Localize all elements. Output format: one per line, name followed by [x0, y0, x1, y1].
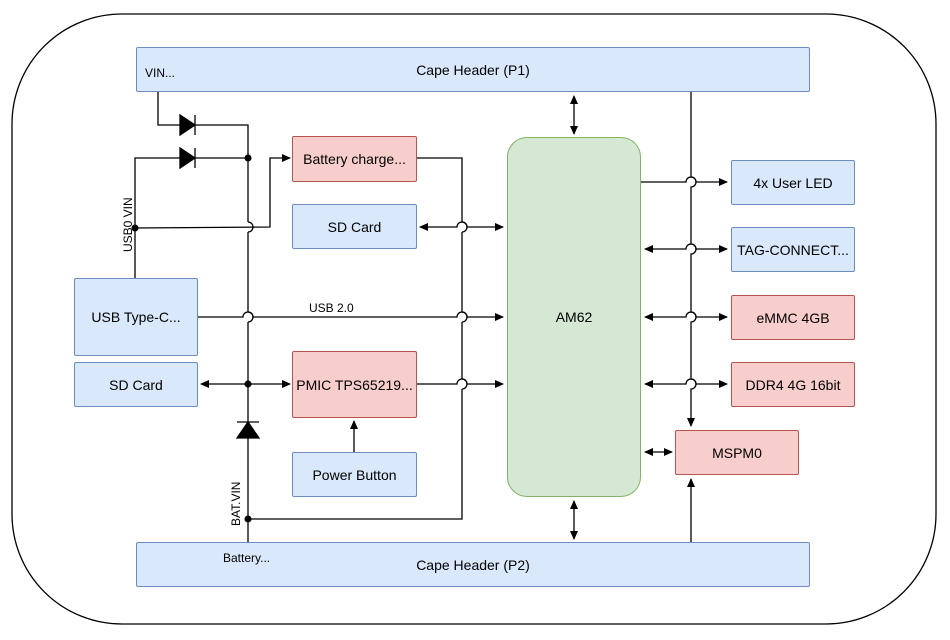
pmic-am62-link [417, 378, 504, 388]
mspm0-block: MSPM0 [675, 430, 799, 475]
cape-p1-mspm0-link [687, 92, 697, 427]
emmc-link [644, 311, 728, 321]
power-button-label: Power Button [312, 466, 397, 483]
pmic-block: PMIC TPS65219... [292, 351, 417, 418]
vin-wire [157, 92, 180, 126]
user-led-block: 4x User LED [731, 160, 855, 205]
sd-card-top-link [419, 221, 504, 231]
cape-header-p1-label: Cape Header (P1) [416, 61, 530, 78]
diode-battery-icon [235, 420, 261, 439]
emmc-block: eMMC 4GB [731, 295, 855, 340]
pmic-label: PMIC TPS65219... [296, 376, 413, 393]
vin-label: VIN... [145, 66, 176, 80]
junction-dot [244, 154, 252, 162]
battery-label: Battery... [223, 551, 271, 565]
diode1-out-wire [195, 124, 249, 158]
cape-header-p1: Cape Header (P1) [136, 47, 810, 92]
user-led-label: 4x User LED [753, 174, 833, 191]
sd-card-left-label: SD Card [109, 376, 163, 393]
tag-connect-label: TAG-CONNECT... [737, 241, 849, 258]
power-button-block: Power Button [292, 452, 417, 497]
junction-dot [244, 380, 252, 388]
battery-charger-label: Battery charge... [303, 151, 406, 167]
ddr4-block: DDR4 4G 16bit [731, 362, 855, 407]
diode-vin-icon [179, 113, 197, 137]
tag-connect-link [644, 243, 728, 253]
sd-card-left-block: SD Card [74, 362, 198, 407]
am62-label: AM62 [555, 309, 593, 325]
junction-dot [131, 224, 139, 232]
usb20-link [198, 311, 504, 321]
bat-vin-label: BAT.VIN [229, 481, 243, 526]
junction-dot [244, 515, 252, 523]
usb0-vin-label: USB0 VIN [121, 197, 135, 252]
cape-header-p2-label: Cape Header (P2) [416, 556, 530, 573]
am62-block: AM62 [507, 137, 641, 497]
cape-header-p2: Cape Header (P2) [136, 542, 810, 587]
ddr4-label: DDR4 4G 16bit [745, 376, 841, 393]
rail-hop-1 [247, 221, 254, 233]
usb0-to-charger-wire [134, 154, 291, 229]
ddr4-link [644, 378, 728, 388]
outer-frame [11, 13, 937, 625]
sd-card-top-block: SD Card [292, 204, 417, 249]
usb0-vin-wire [134, 157, 180, 278]
user-led-link [641, 176, 728, 186]
sd-card-top-label: SD Card [327, 218, 382, 235]
charger-out-wire [248, 157, 463, 520]
mspm0-label: MSPM0 [712, 444, 762, 461]
battery-charger-block: Battery charge... [292, 136, 417, 182]
tag-connect-block: TAG-CONNECT... [731, 227, 855, 272]
usb-typec-block: USB Type-C... [74, 278, 198, 356]
diode-usb0-icon [179, 146, 197, 170]
usb-typec-label: USB Type-C... [91, 309, 181, 325]
usb20-label: USB 2.0 [309, 301, 354, 315]
emmc-label: eMMC 4GB [756, 309, 830, 326]
